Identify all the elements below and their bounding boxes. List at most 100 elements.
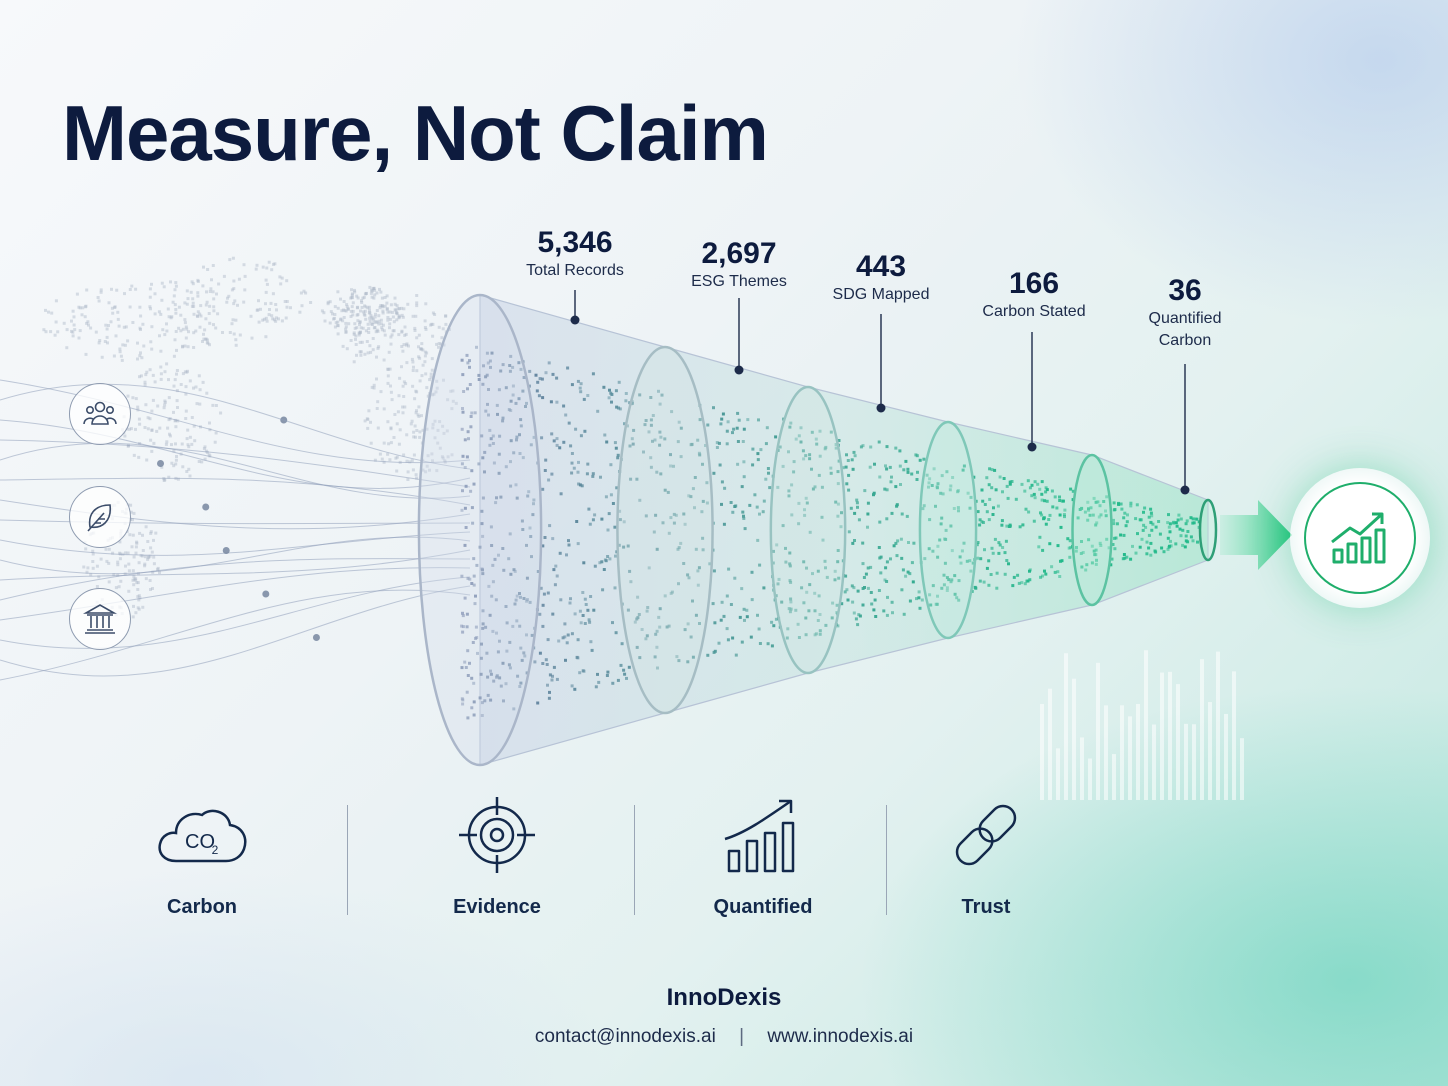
map-dot <box>442 431 446 435</box>
flow-line <box>0 549 471 581</box>
map-dot <box>152 441 156 445</box>
map-dot <box>149 531 153 535</box>
data-particle <box>861 603 865 607</box>
data-particle <box>935 602 939 606</box>
data-particle <box>755 505 759 509</box>
data-particle <box>465 625 469 629</box>
data-particle <box>686 622 690 626</box>
map-dot <box>363 419 367 423</box>
email-link[interactable]: contact@innodexis.ai <box>534 1026 716 1047</box>
data-particle <box>589 640 593 644</box>
website-link[interactable]: www.innodexis.ai <box>767 1026 914 1047</box>
data-particle <box>808 457 812 461</box>
map-dot <box>145 458 149 462</box>
map-dot <box>214 431 218 435</box>
bg-bar <box>1112 754 1116 800</box>
map-dot <box>255 308 259 312</box>
data-particle <box>504 605 508 608</box>
data-particle <box>788 564 792 568</box>
data-particle <box>700 510 704 514</box>
map-dot <box>159 372 163 376</box>
data-particle <box>480 714 484 717</box>
map-dot <box>274 316 278 320</box>
data-particle <box>554 564 558 568</box>
map-dot <box>184 336 188 340</box>
map-dot <box>359 353 363 357</box>
map-dot <box>364 329 368 333</box>
map-dot <box>368 308 371 312</box>
data-particle <box>917 590 921 594</box>
data-particle <box>555 400 559 404</box>
data-particle <box>468 383 472 386</box>
data-particle <box>844 574 848 578</box>
data-particle <box>904 459 908 463</box>
data-particle <box>784 560 788 564</box>
data-particle <box>701 536 705 540</box>
map-dot <box>139 374 143 378</box>
data-particle <box>973 585 977 589</box>
data-particle <box>596 409 600 413</box>
data-particle <box>722 614 726 618</box>
data-particle <box>569 597 572 601</box>
data-particle <box>908 572 912 576</box>
map-dot <box>368 285 372 289</box>
bg-bar <box>1040 704 1044 800</box>
map-dot <box>271 317 275 321</box>
data-particle <box>616 678 620 682</box>
map-dot <box>264 335 268 339</box>
data-particle <box>1027 510 1031 514</box>
flow-line <box>0 383 471 470</box>
stage-label-carbon-stated: 166 Carbon Stated <box>982 267 1085 323</box>
map-dot <box>127 569 131 573</box>
data-particle <box>910 472 914 476</box>
map-dot <box>231 256 235 260</box>
map-dot <box>420 342 424 346</box>
data-particle <box>727 567 731 571</box>
data-particle <box>515 496 519 500</box>
data-particle <box>818 429 822 433</box>
map-dot <box>413 329 417 332</box>
map-dot <box>104 547 108 551</box>
map-dot <box>225 300 229 304</box>
data-particle <box>818 613 822 616</box>
data-particle <box>861 444 865 448</box>
map-dot <box>89 326 93 330</box>
data-particle <box>766 467 770 470</box>
data-particle <box>857 613 861 617</box>
map-dot <box>134 545 138 549</box>
data-particle <box>831 601 835 605</box>
map-dot <box>183 370 187 374</box>
data-particle <box>701 499 705 503</box>
data-particle <box>884 464 887 468</box>
map-dot <box>326 300 330 304</box>
data-particle <box>1179 534 1183 538</box>
data-particle <box>1177 513 1181 517</box>
map-dot <box>107 580 111 584</box>
data-particle <box>461 611 464 615</box>
connector-dot <box>570 315 580 325</box>
map-dot <box>299 291 303 295</box>
map-dot <box>196 291 200 295</box>
map-dot <box>413 397 417 401</box>
data-particle <box>519 681 523 685</box>
data-particle <box>485 373 489 377</box>
data-particle <box>465 612 469 616</box>
map-dot <box>264 278 268 282</box>
data-particle <box>834 500 838 504</box>
data-particle <box>995 571 999 575</box>
map-dot <box>162 285 166 289</box>
map-dot <box>285 300 289 303</box>
map-dot <box>188 435 192 439</box>
data-particle <box>1045 499 1049 503</box>
map-dot <box>172 354 176 358</box>
data-particle <box>810 467 813 471</box>
map-dot <box>389 390 393 394</box>
data-particle <box>488 613 492 617</box>
data-particle <box>1045 488 1049 492</box>
map-dot <box>344 325 348 329</box>
contact-separator: | <box>739 1026 745 1047</box>
data-particle <box>591 472 595 476</box>
data-particle <box>956 489 960 493</box>
data-particle <box>466 674 470 677</box>
map-dot <box>339 318 342 322</box>
